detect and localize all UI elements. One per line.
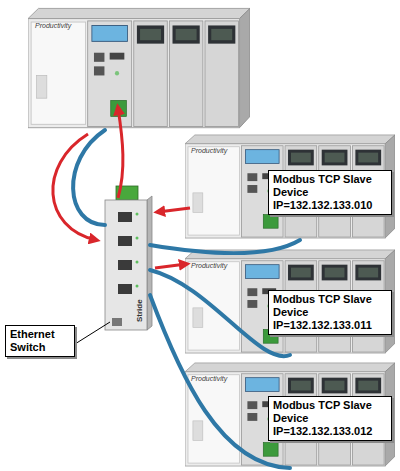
device-brand: Stride xyxy=(135,299,144,322)
callout-text: Modbus TCP Slave Device IP=132.132.133.0… xyxy=(273,173,387,212)
ethernet-cable xyxy=(73,130,105,225)
callout-box: Modbus TCP Slave Device IP=132.132.133.0… xyxy=(268,396,392,441)
callout-text: Modbus TCP Slave Device IP=132.132.133.0… xyxy=(273,293,387,332)
callout-text: Ethernet Switch xyxy=(10,328,70,354)
brand-text: Productivity xyxy=(191,375,227,383)
plc-rack: ProductivityModbus TCP Slave Device IP=1… xyxy=(185,132,395,240)
ethernet-cable xyxy=(150,240,300,253)
plc-rack: ProductivityModbus TCP Slave Device IP=1… xyxy=(185,360,395,468)
callout-box: Modbus TCP Slave Device IP=132.132.133.0… xyxy=(268,170,392,215)
callout-box: Ethernet Switch xyxy=(5,325,75,357)
plc-rack: Productivity xyxy=(28,5,250,130)
brand-text: Productivity xyxy=(35,22,71,30)
callout-text: Modbus TCP Slave Device IP=132.132.133.0… xyxy=(273,399,387,438)
brand-text: Productivity xyxy=(191,147,227,155)
plc-rack: ProductivityModbus TCP Slave Device IP=1… xyxy=(185,247,395,355)
ethernet-switch: Stride xyxy=(105,185,150,330)
brand-text: Productivity xyxy=(191,262,227,270)
callout-box: Modbus TCP Slave Device IP=132.132.133.0… xyxy=(268,290,392,335)
